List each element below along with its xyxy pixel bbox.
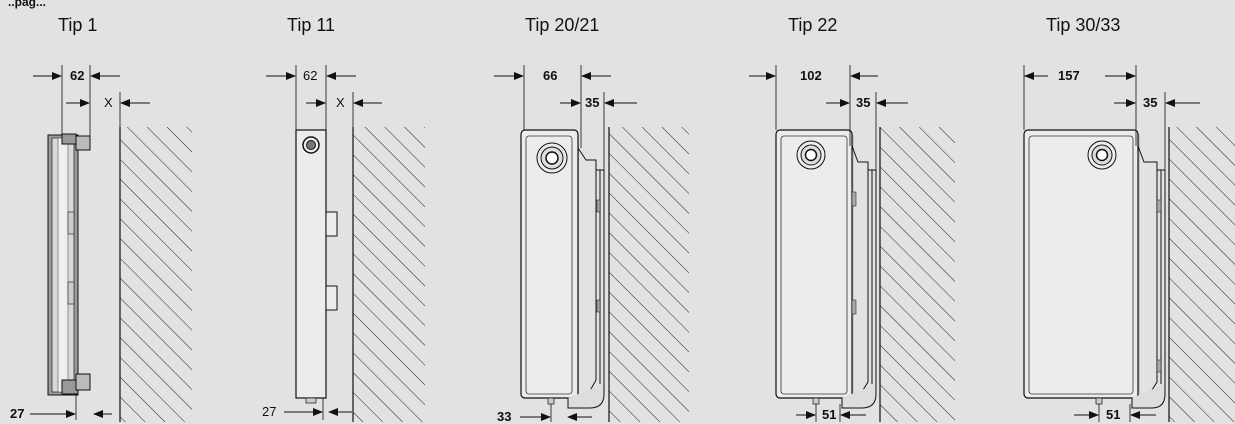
panel-title-tip-22: Tip 22 — [788, 15, 838, 35]
wall-hatch — [1169, 127, 1235, 422]
radiator-body — [295, 129, 338, 404]
radiator-body — [47, 133, 91, 396]
panel-tip-20-21: 66 35 33 — [494, 65, 689, 424]
wall-hatch — [880, 127, 955, 422]
header-fragment: ..pag... — [8, 0, 46, 9]
panel-tip-22: 102 35 51 — [749, 65, 955, 422]
radiator-body — [775, 129, 877, 409]
top-dimension-label: 62 — [70, 68, 84, 83]
top-dimension-label: 62 — [303, 68, 317, 83]
panel-title-tip-11: Tip 11 — [287, 15, 336, 35]
top-dimension-label: 157 — [1058, 68, 1080, 83]
panel-title-tip-1: Tip 1 — [58, 15, 98, 35]
panel-title-tip-30-33: Tip 30/33 — [1046, 15, 1121, 35]
top-dimension-label: 66 — [543, 68, 557, 83]
panel-tip-1: 62 X 27 — [10, 65, 192, 422]
radiator-body — [1023, 129, 1166, 409]
side-dimension-label: 35 — [585, 95, 599, 110]
bottom-dimension-label: 51 — [822, 407, 836, 422]
panel-title-tip-20-21: Tip 20/21 — [525, 15, 600, 35]
panel-tip-30-33: 157 35 51 — [1023, 65, 1235, 422]
side-dimension-label: 35 — [1143, 95, 1157, 110]
radiator-body — [520, 129, 605, 409]
side-dimension-label: X — [104, 95, 113, 110]
bottom-dimension-label: 33 — [497, 409, 511, 424]
bottom-dimension-label: 51 — [1106, 407, 1120, 422]
side-dimension-label: X — [336, 95, 345, 110]
wall-hatch — [353, 127, 425, 422]
bottom-dimension-label: 27 — [10, 406, 24, 421]
side-dimension-label: 35 — [856, 95, 870, 110]
top-dimension-label: 102 — [800, 68, 822, 83]
wall-hatch — [120, 127, 192, 422]
wall-hatch — [609, 127, 689, 422]
panel-tip-11: 62 X 27 — [262, 65, 425, 422]
bottom-dimension-label: 27 — [262, 404, 276, 419]
